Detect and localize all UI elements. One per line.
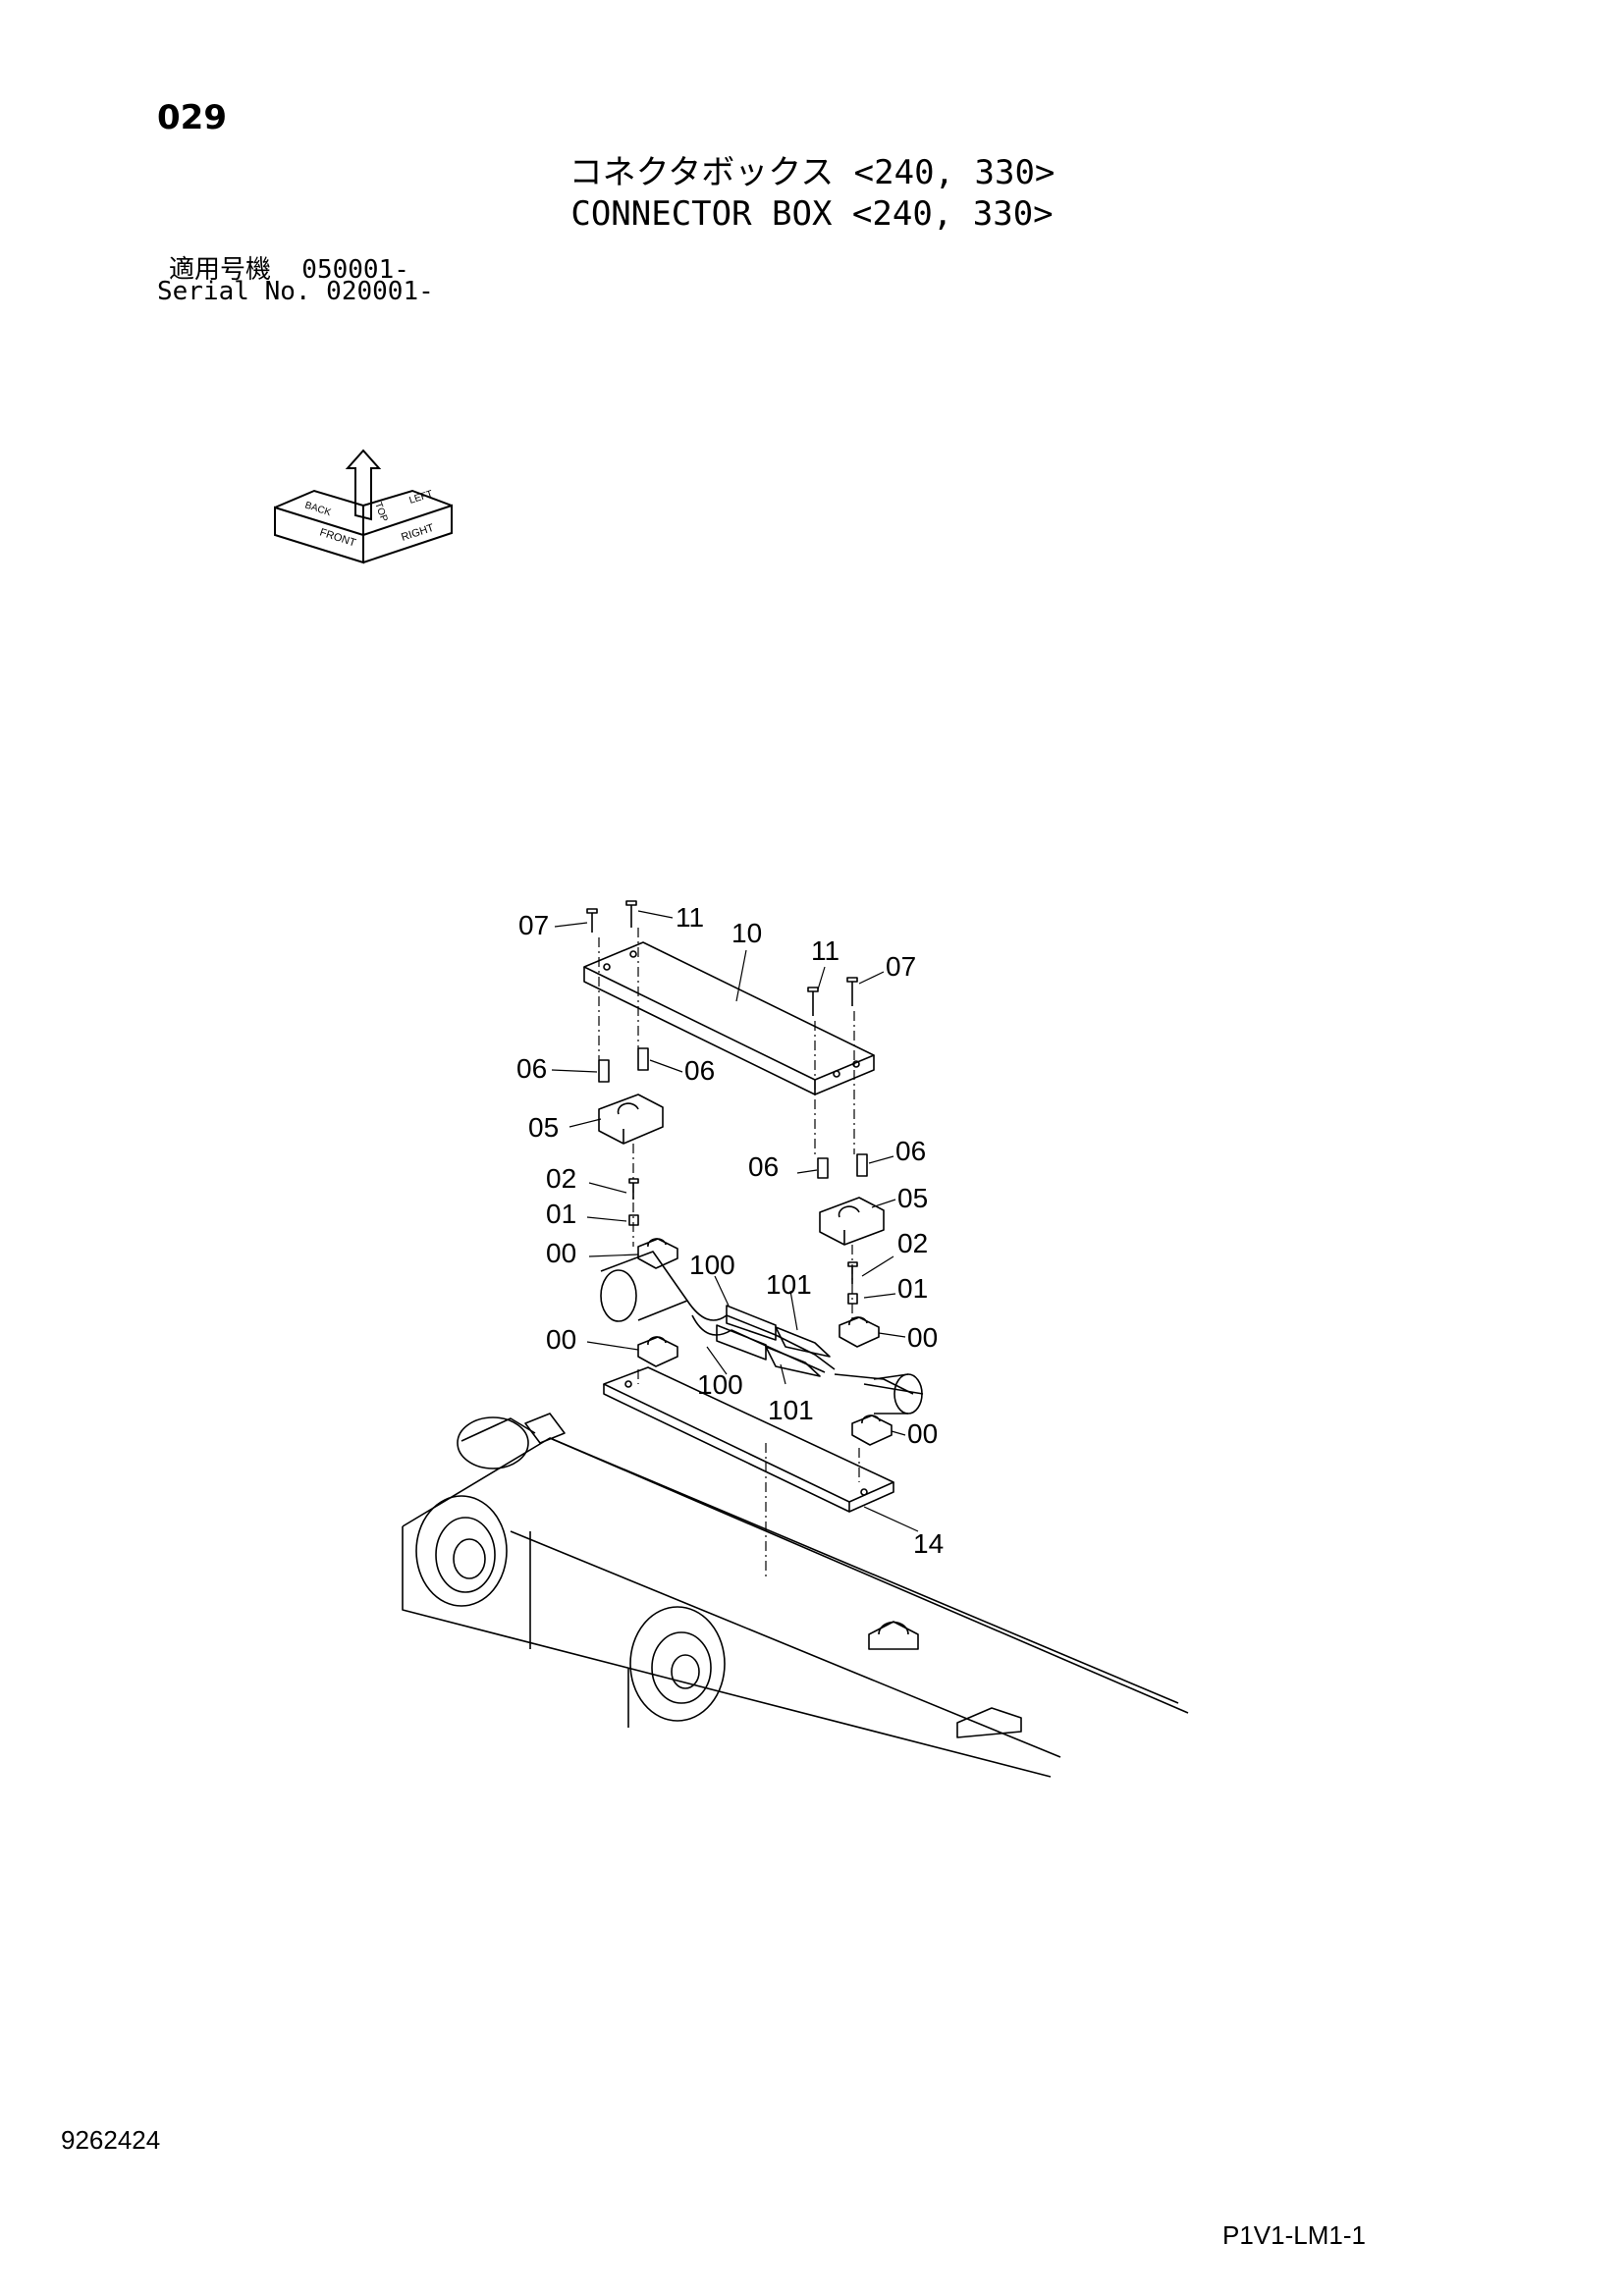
callout-07-top-right: 07 <box>886 951 916 982</box>
title-english: CONNECTOR BOX <240, 330> <box>570 194 1054 234</box>
connector-100-upper <box>726 1305 777 1341</box>
callout-06-right: 06 <box>895 1136 926 1166</box>
callout-06-center: 06 <box>684 1055 715 1086</box>
connector-100-lower <box>716 1324 767 1361</box>
serial-japanese: 適用号機 050001- <box>169 255 409 285</box>
right-panel <box>362 504 453 563</box>
callout-00-upper-left: 00 <box>546 1238 576 1268</box>
serial-english: Serial No. 020001- <box>157 277 434 306</box>
callout-11-top-left: 11 <box>676 902 704 933</box>
boom-clamp <box>868 1621 919 1650</box>
page-number: 029 <box>157 98 227 137</box>
orientation-indicator: FRONT RIGHT TOP BACK LEFT <box>274 449 453 564</box>
callout-00-lower-left: 00 <box>546 1324 576 1355</box>
bolts <box>586 900 858 1016</box>
callout-101-upper: 101 <box>766 1269 812 1300</box>
callout-11-top-right: 11 <box>811 935 839 966</box>
assembly-lines <box>598 928 860 1580</box>
block-part-05-right <box>819 1197 885 1246</box>
document-number: 9262424 <box>61 2125 161 2155</box>
boom <box>402 1413 1189 1778</box>
clamps <box>637 1238 893 1446</box>
connector-101-lower <box>765 1346 821 1377</box>
page-code: P1V1-LM1-1 <box>1222 2220 1366 2250</box>
callout-05-left: 05 <box>528 1112 559 1143</box>
callout-00-upper-right: 00 <box>907 1322 938 1353</box>
callout-02-left: 02 <box>546 1163 576 1194</box>
callout-01-right: 01 <box>897 1273 928 1304</box>
block-part-05-left <box>598 1094 664 1145</box>
top-arrow-icon <box>345 449 382 486</box>
callout-01-left: 01 <box>546 1199 576 1229</box>
callout-06-left: 06 <box>516 1053 547 1084</box>
title-japanese: コネクタボックス <240, 330> <box>568 153 1056 192</box>
connector-101-upper <box>775 1326 831 1358</box>
callout-10: 10 <box>731 918 762 948</box>
callout-07-top-left: 07 <box>518 910 549 940</box>
callouts: 07 11 10 11 07 06 06 05 06 06 05 02 01 0… <box>516 902 944 1559</box>
spacers <box>598 1047 868 1179</box>
callout-06-mid: 06 <box>748 1151 779 1182</box>
leader-lines <box>551 910 919 1532</box>
callout-101-lower: 101 <box>768 1395 814 1425</box>
harness <box>600 1251 924 1415</box>
boom-pad <box>956 1707 1022 1738</box>
callout-100-upper: 100 <box>689 1250 735 1280</box>
callout-05-right: 05 <box>897 1183 928 1213</box>
callout-02-right: 02 <box>897 1228 928 1258</box>
callout-14: 14 <box>913 1528 944 1559</box>
base-plate-part-14 <box>603 1366 894 1513</box>
callout-00-lower-right: 00 <box>907 1418 938 1449</box>
callout-100-lower: 100 <box>697 1369 743 1400</box>
